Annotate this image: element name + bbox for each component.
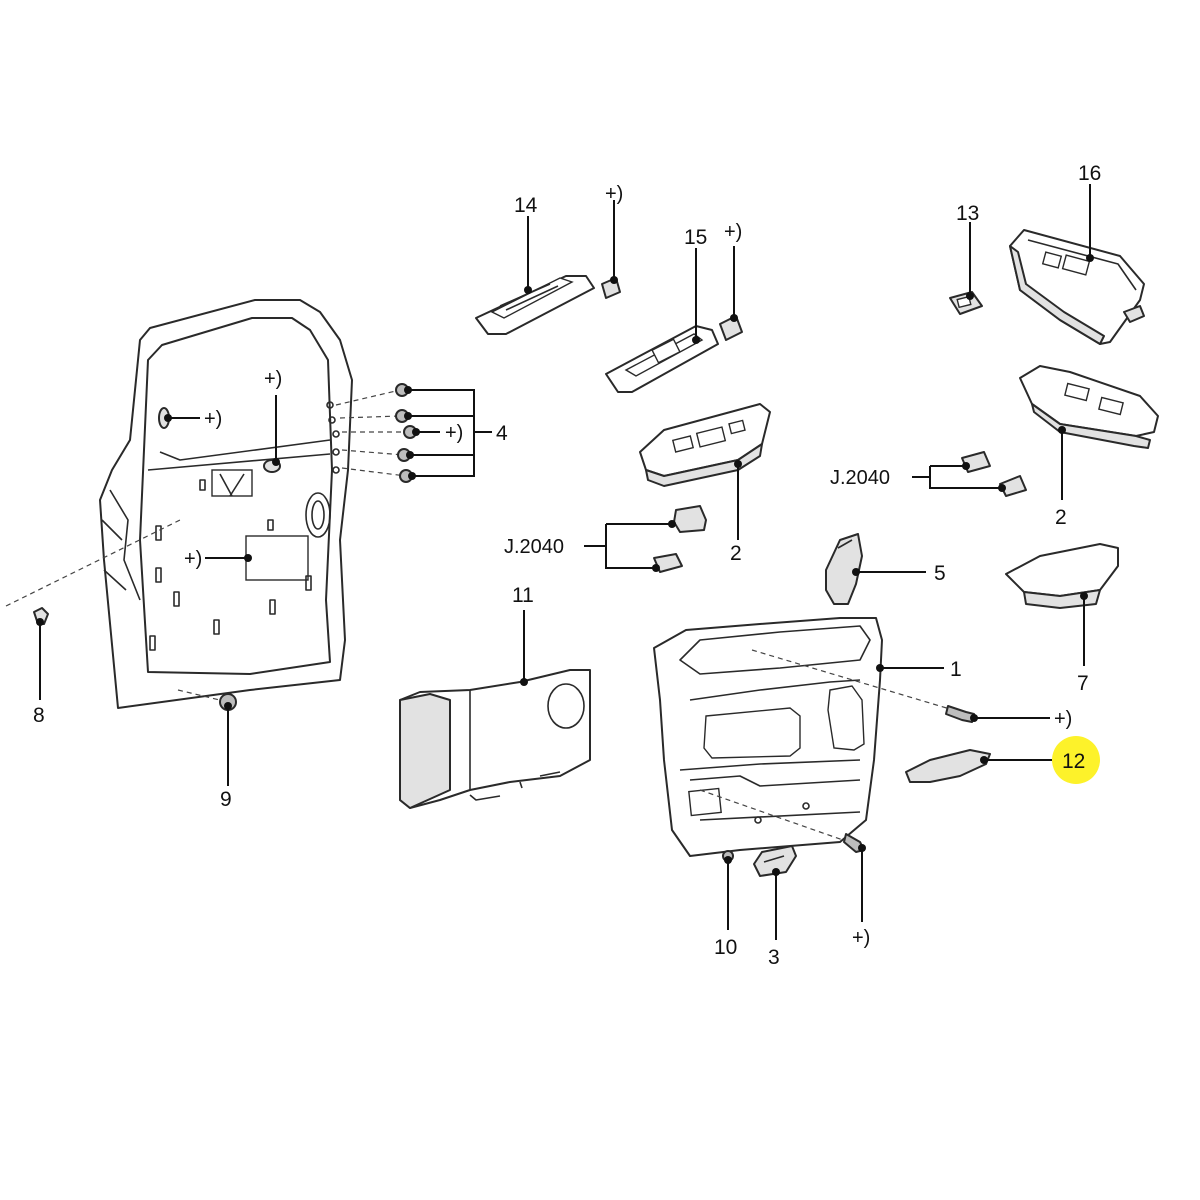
note-j2040-right: J.2040 xyxy=(830,467,890,489)
note-panel-screw-lower: +) xyxy=(852,927,870,949)
part-3-handle-cup: 3 xyxy=(753,845,797,969)
fasteners-4: +) 4 xyxy=(395,383,508,483)
part-15-connector: +) xyxy=(719,221,743,341)
callout-4: 4 xyxy=(496,422,508,445)
callout-14: 14 xyxy=(514,194,538,217)
note-access-plate: +) xyxy=(184,548,202,570)
part-13-switch-insert: 13 xyxy=(949,202,983,315)
door-shell xyxy=(99,299,353,709)
part-8-clip: 8 xyxy=(33,607,49,727)
part-2-switch-bezel-center: 2 xyxy=(639,403,771,565)
note-door-latch: +) xyxy=(264,368,282,390)
note-fastener-4: +) xyxy=(445,422,463,444)
door-access-plate xyxy=(245,535,309,581)
callout-9: 9 xyxy=(220,788,232,811)
callout-13: 13 xyxy=(956,202,979,225)
note-panel-screw-upper: +) xyxy=(1054,708,1072,730)
callout-2-right: 2 xyxy=(1055,506,1067,529)
part-11-water-deflector: 11 xyxy=(399,584,591,809)
j2040-center-switches: J.2040 xyxy=(504,505,707,573)
door-projection-lines xyxy=(5,389,408,703)
note-door-handle: +) xyxy=(204,408,222,430)
j2040-right-switches: J.2040 xyxy=(830,451,1027,497)
part-2-switch-bezel-right: 2 xyxy=(1019,365,1159,529)
door-notes: +) +) +) xyxy=(164,368,282,570)
part-16-switch-panel: 16 xyxy=(1009,162,1145,345)
part-14-switch: 14 xyxy=(475,194,595,335)
note-switch-15: +) xyxy=(724,221,742,243)
part-15-switch: 15 xyxy=(605,226,719,393)
callout-2-center: 2 xyxy=(730,542,742,565)
note-j2040-center: J.2040 xyxy=(504,536,564,558)
callout-1: 1 xyxy=(950,658,962,681)
part-14-connector: +) xyxy=(601,183,623,299)
part-5-trim-cap: 5 xyxy=(825,533,946,605)
callout-7: 7 xyxy=(1077,672,1089,695)
callout-16: 16 xyxy=(1078,162,1101,185)
part-9-plug: 9 xyxy=(219,693,237,811)
part-10-clip: 10 xyxy=(714,850,737,959)
panel-fasteners: +) +) xyxy=(699,649,1072,949)
part-7-armrest-cover: 7 xyxy=(1005,543,1119,695)
callout-12: 12 xyxy=(1062,750,1085,773)
part-1-door-trim-panel: 1 xyxy=(653,617,962,857)
callout-5: 5 xyxy=(934,562,946,585)
callout-8: 8 xyxy=(33,704,45,727)
callout-15: 15 xyxy=(684,226,707,249)
part-12-pull-handle: 12 xyxy=(905,736,1100,784)
highlight-marker xyxy=(1052,736,1100,784)
callout-10: 10 xyxy=(714,936,737,959)
note-switch-14: +) xyxy=(605,183,623,205)
callout-3: 3 xyxy=(768,946,780,969)
callout-11: 11 xyxy=(512,584,534,607)
